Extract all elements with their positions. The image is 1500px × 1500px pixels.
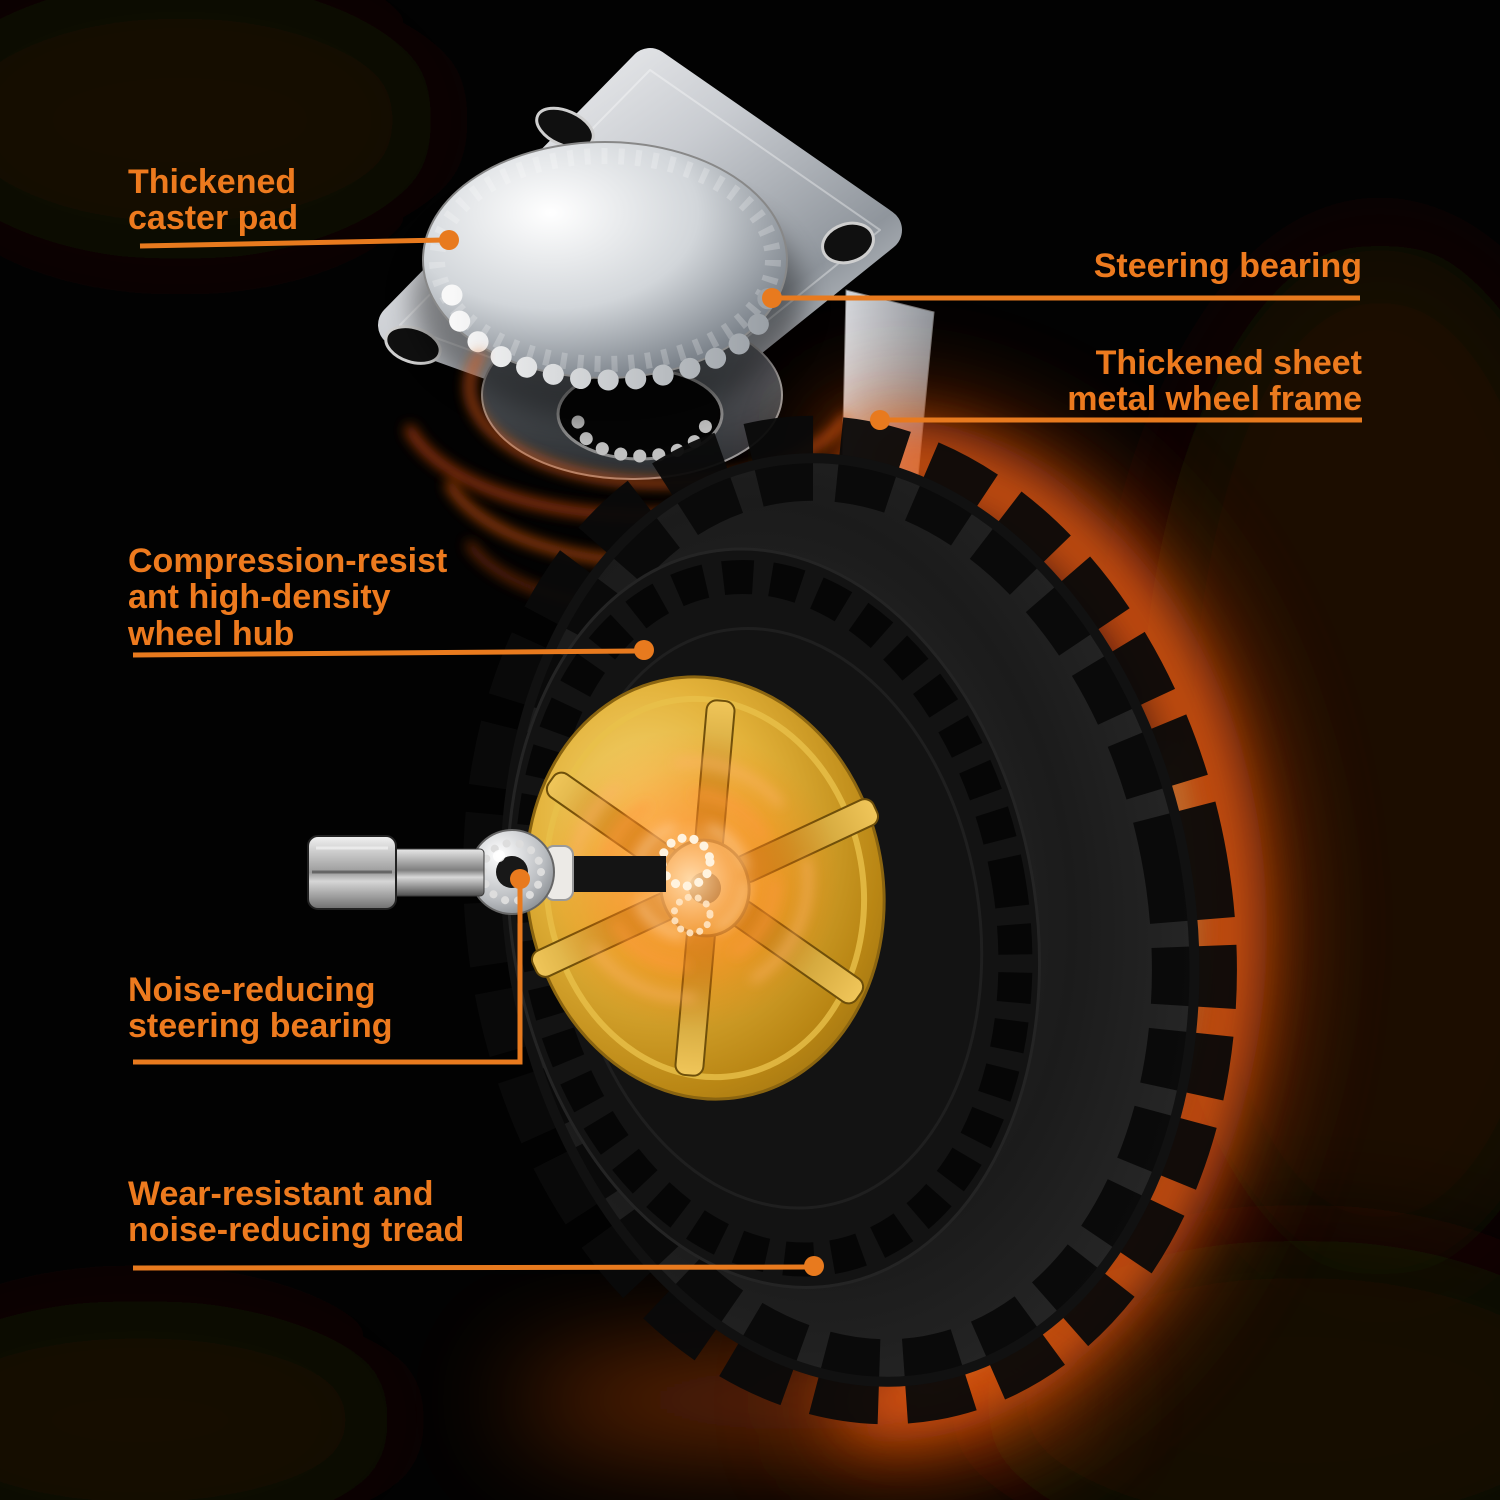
callout-label-line: ant high-density	[128, 578, 391, 617]
callout-label-line: Wear-resistant and	[128, 1175, 434, 1213]
callout-noise-reducing-steering-bearing: Noise-reducing steering bearing	[128, 972, 393, 1045]
axle-assembly	[307, 829, 666, 915]
callout-label-line: noise-reducing tread	[128, 1211, 465, 1250]
callout-thickened-caster-pad: Thickened caster pad	[128, 164, 298, 237]
callout-label-line: Compression-resist	[128, 542, 448, 580]
callout-label-line: Noise-reducing	[128, 971, 376, 1009]
callout-wear-resistant-tread: Wear-resistant and noise-reducing tread	[128, 1176, 464, 1249]
callout-label-line: Thickened	[128, 163, 297, 201]
bolt-hole	[535, 106, 595, 150]
leader-dot-caster-pad	[439, 230, 459, 250]
leader-line-caster-pad	[139, 237, 445, 249]
callout-thickened-sheet-metal-wheel-frame: Thickened sheet metal wheel frame	[1067, 345, 1362, 418]
callout-label-line: Thickened sheet	[1095, 344, 1362, 382]
leader-dot-axle-bearing	[510, 869, 530, 889]
steering-ball-bearings	[441, 284, 779, 391]
leader-line-axle-bearing	[133, 886, 523, 1065]
bolt-hole	[821, 221, 875, 265]
callout-steering-bearing: Steering bearing	[1093, 247, 1362, 285]
leader-line-tread	[132, 1264, 809, 1271]
callout-compression-resistant-wheel-hub: Compression-resist ant high-density whee…	[128, 542, 448, 653]
leader-dot-wheel-frame	[870, 410, 890, 430]
leader-line-wheel-hub	[132, 648, 639, 658]
callout-label-line: wheel hub	[128, 614, 295, 653]
axle-shaft	[391, 848, 485, 897]
axle-inner-shaft	[556, 856, 666, 892]
callout-leader-lines	[132, 230, 1362, 1276]
callout-label-line: steering bearing	[128, 1007, 393, 1046]
leader-dot-wheel-hub	[634, 640, 654, 660]
axle-hex-nut	[307, 835, 397, 910]
callout-label-line: metal wheel frame	[1067, 380, 1362, 419]
race-ball-bearings	[571, 415, 713, 463]
leader-dot-steering-bearing	[762, 288, 782, 308]
callout-label-line: Steering bearing	[1093, 247, 1362, 285]
bearing-boss	[413, 141, 803, 422]
tread-center-groove	[500, 453, 1200, 1387]
glowing-bearing	[670, 893, 714, 937]
callout-label-line: caster pad	[128, 199, 299, 238]
leader-dot-tread	[804, 1256, 824, 1276]
hub-center-glow	[540, 730, 840, 1030]
